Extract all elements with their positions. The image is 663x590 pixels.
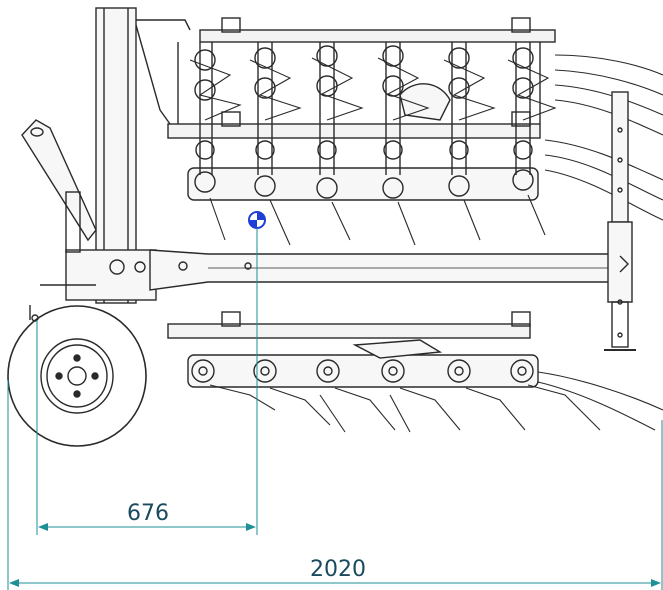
center-of-gravity-marker [248,211,266,229]
dimension-lines [7,228,663,590]
dimension-2020-label: 2020 [310,557,366,582]
lower-tine-frame [167,311,539,388]
lower-rotor-row [191,359,534,383]
upper-rotor-6 [512,42,534,191]
dimension-676-label: 676 [127,501,169,526]
wheel [7,305,147,447]
main-frame-mast [65,7,191,304]
upper-tines [189,54,663,246]
main-beam [149,249,611,291]
drawbar [21,119,97,286]
upper-tine-frame [167,29,556,201]
support-stand [604,91,636,351]
lower-tines [209,371,663,433]
